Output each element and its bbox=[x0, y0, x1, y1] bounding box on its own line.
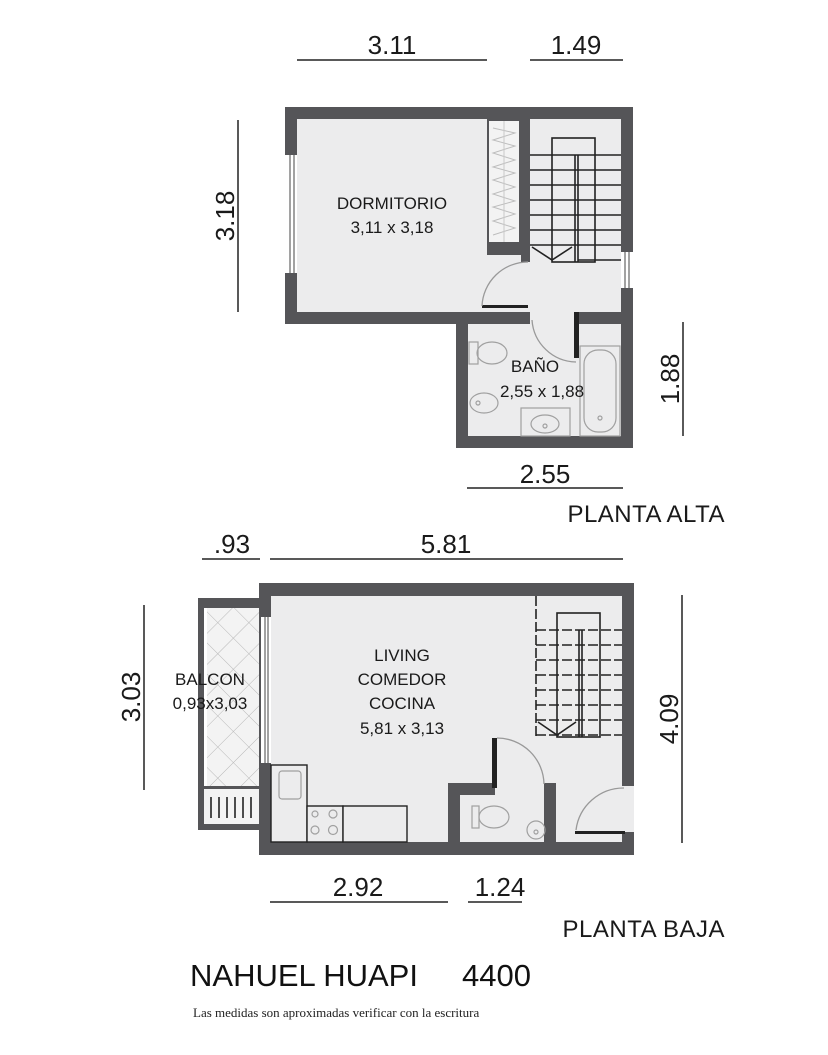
room-label-cocina: COCINA bbox=[369, 694, 436, 713]
staircase bbox=[530, 137, 621, 263]
entrance-door bbox=[575, 831, 625, 834]
dimension-top-left: .93 bbox=[202, 529, 260, 560]
bano-floor bbox=[468, 324, 621, 436]
room-size-balcon: 0,93x3,03 bbox=[173, 694, 248, 713]
planta-alta: 3.11 1.49 3.18 1.88 2.55 bbox=[210, 30, 725, 528]
planta-baja: .93 5.81 3.03 4.09 2.92 1.24 bbox=[116, 529, 725, 943]
staircase bbox=[535, 596, 622, 738]
svg-text:5.81: 5.81 bbox=[421, 529, 472, 559]
hall-floor bbox=[487, 255, 621, 312]
plan-label-planta-baja: PLANTA BAJA bbox=[563, 916, 725, 943]
dimension-left: 3.18 bbox=[210, 120, 240, 312]
window-hall bbox=[621, 252, 633, 288]
svg-text:1.88: 1.88 bbox=[655, 354, 685, 405]
address-number: 4400 bbox=[462, 958, 531, 993]
toilet-icon bbox=[468, 341, 508, 365]
svg-text:2.92: 2.92 bbox=[333, 872, 384, 902]
dimension-right: 4.09 bbox=[654, 595, 684, 843]
room-size-living: 5,81 x 3,13 bbox=[360, 719, 444, 738]
dimension-top-left: 3.11 bbox=[297, 30, 487, 61]
door-toilette bbox=[496, 737, 545, 785]
disclaimer-note: Las medidas son aproximadas verificar co… bbox=[193, 1005, 479, 1020]
cooktop-icon bbox=[310, 809, 339, 836]
room-label-dormitorio: DORMITORIO bbox=[337, 194, 447, 213]
dimension-right: 1.88 bbox=[655, 322, 685, 436]
room-label-balcon: BALCON bbox=[175, 670, 245, 689]
room-size-bano: 2,55 x 1,88 bbox=[500, 382, 584, 401]
toilet-icon bbox=[471, 805, 510, 829]
kitchen-counter bbox=[270, 764, 408, 843]
svg-text:1.24: 1.24 bbox=[475, 872, 526, 902]
svg-text:1.49: 1.49 bbox=[551, 30, 602, 60]
dimension-top-right: 1.49 bbox=[530, 30, 623, 61]
room-label-comedor: COMEDOR bbox=[358, 670, 447, 689]
bidet-icon bbox=[469, 392, 499, 414]
dormitorio-floor bbox=[297, 119, 487, 312]
dimension-bottom-right: 1.24 bbox=[468, 872, 526, 903]
sink-icon bbox=[526, 820, 546, 840]
plan-label-planta-alta: PLANTA ALTA bbox=[567, 501, 725, 528]
svg-text:3.18: 3.18 bbox=[210, 191, 240, 242]
room-size-dormitorio: 3,11 x 3,18 bbox=[351, 218, 434, 237]
sink-icon bbox=[520, 407, 571, 437]
living-floor bbox=[271, 596, 622, 842]
room-label-living: LIVING bbox=[374, 646, 430, 665]
door-dormitorio bbox=[482, 305, 528, 308]
door-bano bbox=[574, 312, 579, 358]
kitchen-sink-icon bbox=[278, 770, 302, 800]
dimension-bottom: 2.55 bbox=[467, 459, 623, 489]
toilette-floor bbox=[460, 795, 544, 842]
dimension-bottom-left: 2.92 bbox=[270, 872, 448, 903]
balcon-grill bbox=[204, 789, 259, 824]
room-label-bano: BAÑO bbox=[511, 357, 559, 376]
window-dormitorio bbox=[285, 155, 297, 273]
address-title: NAHUEL HUAPI bbox=[190, 958, 418, 993]
svg-text:2.55: 2.55 bbox=[520, 459, 571, 489]
bathtub-icon bbox=[579, 345, 621, 437]
dimension-left: 3.03 bbox=[116, 605, 146, 790]
dimension-top-right: 5.81 bbox=[270, 529, 623, 560]
balcon-floor bbox=[204, 608, 259, 786]
svg-text:4.09: 4.09 bbox=[654, 694, 684, 745]
svg-text:3.11: 3.11 bbox=[368, 30, 417, 60]
svg-text:3.03: 3.03 bbox=[116, 672, 146, 723]
svg-text:.93: .93 bbox=[214, 529, 250, 559]
balcon-window bbox=[261, 617, 271, 763]
